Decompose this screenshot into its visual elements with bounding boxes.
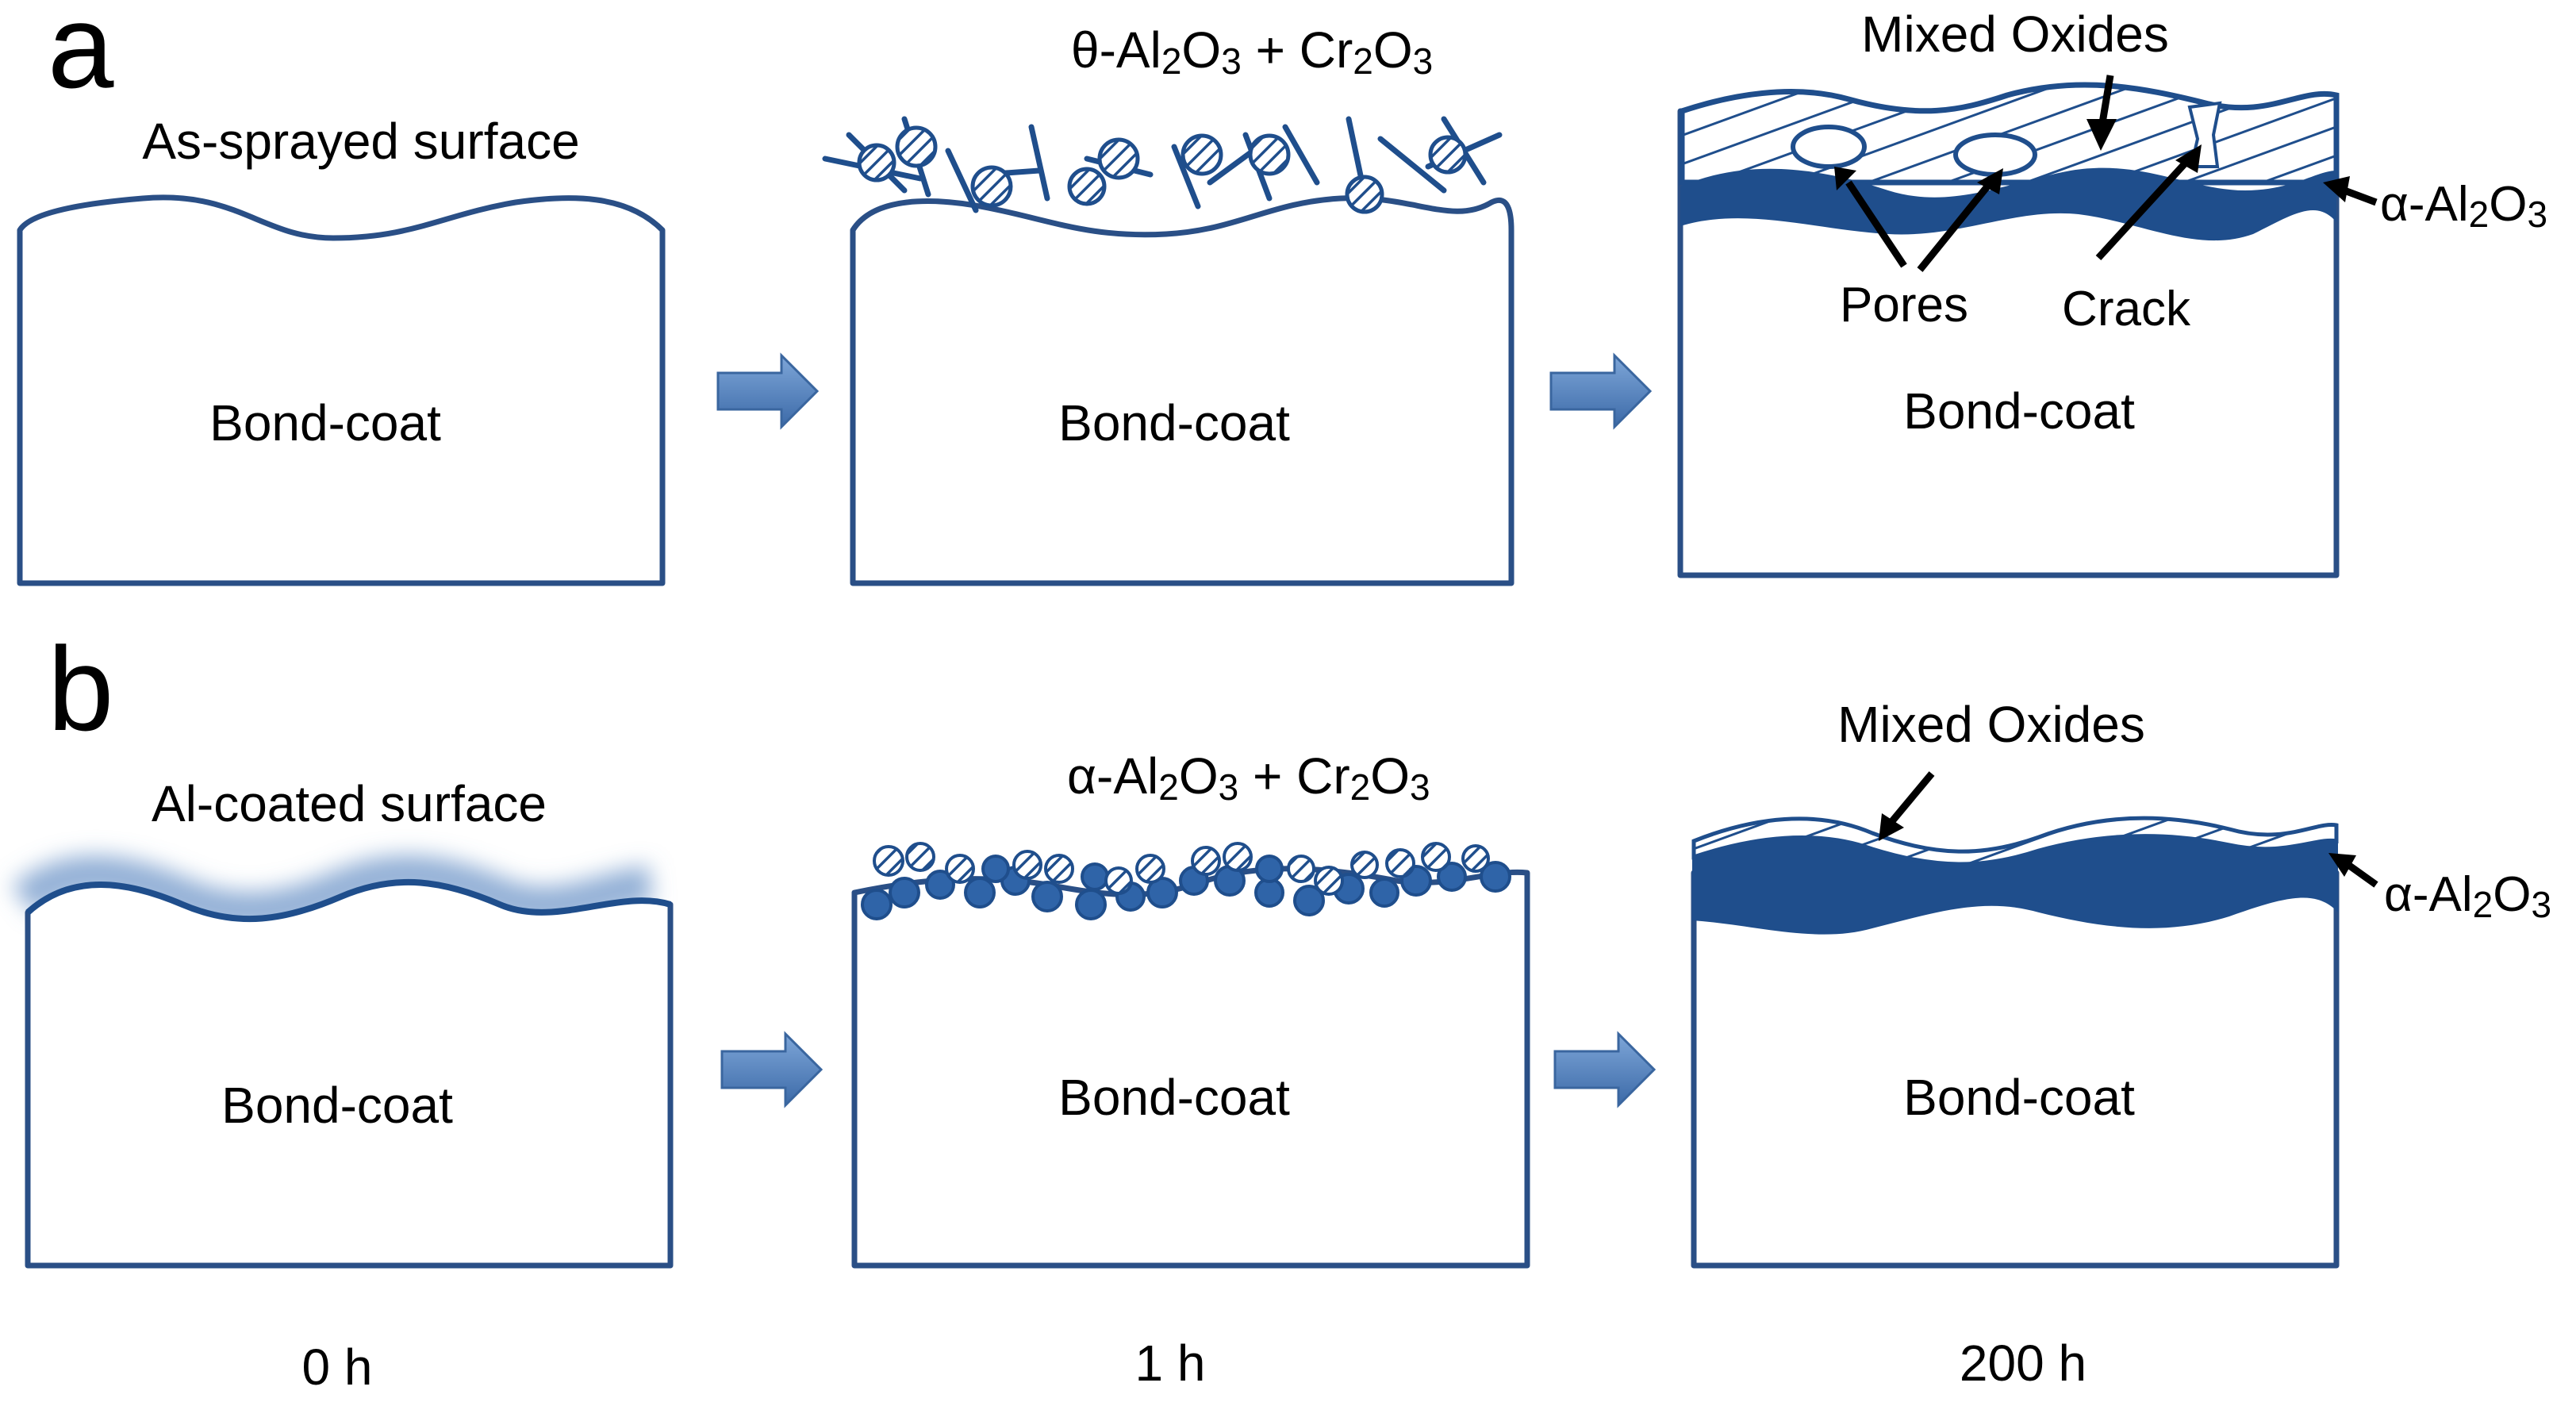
pore (1953, 133, 2037, 177)
cr2o3-particles (857, 125, 1468, 214)
annotation-arrows (1834, 75, 2378, 272)
panel-b-letter: b (48, 622, 113, 755)
panel-b-mixed-oxides-label: Mixed Oxides (1837, 696, 2145, 753)
alpha-alumina-layer (1680, 167, 2336, 241)
panel-b-alpha-alumina-label: α-Al2O3 (2384, 867, 2551, 925)
alpha-alumina-layer (1692, 818, 2338, 935)
bondcoat-label: Bond-coat (1058, 394, 1290, 451)
cr2o3-particles (873, 842, 1490, 896)
panel-a-letter: a (48, 0, 114, 113)
bondcoat-label: Bond-coat (1903, 382, 2135, 440)
panel-b-bondcoat-0 (25, 879, 674, 1269)
panel-a-mixed-oxides-label: Mixed Oxides (1861, 6, 2169, 63)
bondcoat-label: Bond-coat (209, 394, 441, 451)
time-label-0h: 0 h (302, 1339, 373, 1396)
panel-b-arrow-1 (720, 1031, 823, 1108)
panel-a-bondcoat-0 (17, 194, 666, 586)
panel-b-arrow-2 (1553, 1031, 1657, 1108)
crack-label: Crack (2062, 282, 2191, 336)
time-label-200h: 200 h (1960, 1335, 2087, 1392)
panel-b-stage0-caption: Al-coated surface (152, 775, 547, 832)
time-label-1h: 1 h (1135, 1335, 1206, 1392)
alpha-alumina-particles (861, 855, 1511, 920)
al-coating-line (25, 878, 672, 923)
panel-b-stage1-caption: α-Al2O3 + Cr2O3 (1067, 747, 1430, 808)
panel-a-alpha-alumina-label: α-Al2O3 (2380, 177, 2547, 235)
panel-a-arrow-2 (1549, 352, 1653, 430)
bondcoat-label: Bond-coat (1058, 1069, 1290, 1126)
pore (1791, 125, 1867, 169)
annotation-arrows (1879, 771, 2378, 888)
pores-label: Pores (1840, 278, 1968, 332)
bondcoat-label: Bond-coat (221, 1077, 453, 1134)
panel-b-bondcoat-1 (851, 866, 1530, 1269)
panel-a-stage1-caption: θ-Al2O3 + Cr2O3 (1071, 21, 1433, 82)
bondcoat-label: Bond-coat (1903, 1069, 2135, 1126)
al-coating-glow (11, 855, 653, 931)
panel-a-stage0-caption: As-sprayed surface (142, 113, 579, 170)
panel-a-bondcoat-1 (850, 195, 1515, 586)
panel-a-arrow-1 (716, 352, 820, 430)
mixed-oxide-layer (1691, 816, 2339, 866)
